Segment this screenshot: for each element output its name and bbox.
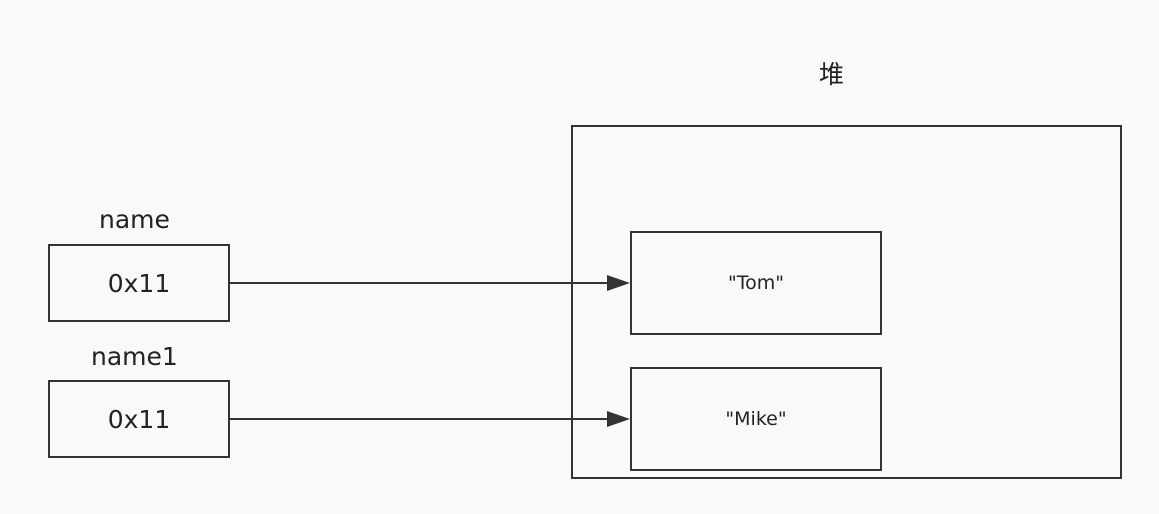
heap-item-tom-value: "Tom" [728,272,784,294]
arrowhead-name-to-tom [607,275,630,291]
heap-label: 堆 [819,60,845,89]
variable-name-address: 0x11 [107,268,171,298]
heap-item-mike: "Mike" [630,367,882,471]
variable-name1-box: 0x11 [48,380,230,458]
heap-item-tom: "Tom" [630,231,882,335]
variable-name1-label: name1 [91,342,178,371]
arrowhead-name1-to-mike [607,411,630,427]
variable-name1-address: 0x11 [107,404,171,434]
heap-item-mike-value: "Mike" [725,408,787,430]
variable-name-label: name [99,205,170,234]
variable-name-box: 0x11 [48,244,230,322]
heap-container [571,125,1122,479]
